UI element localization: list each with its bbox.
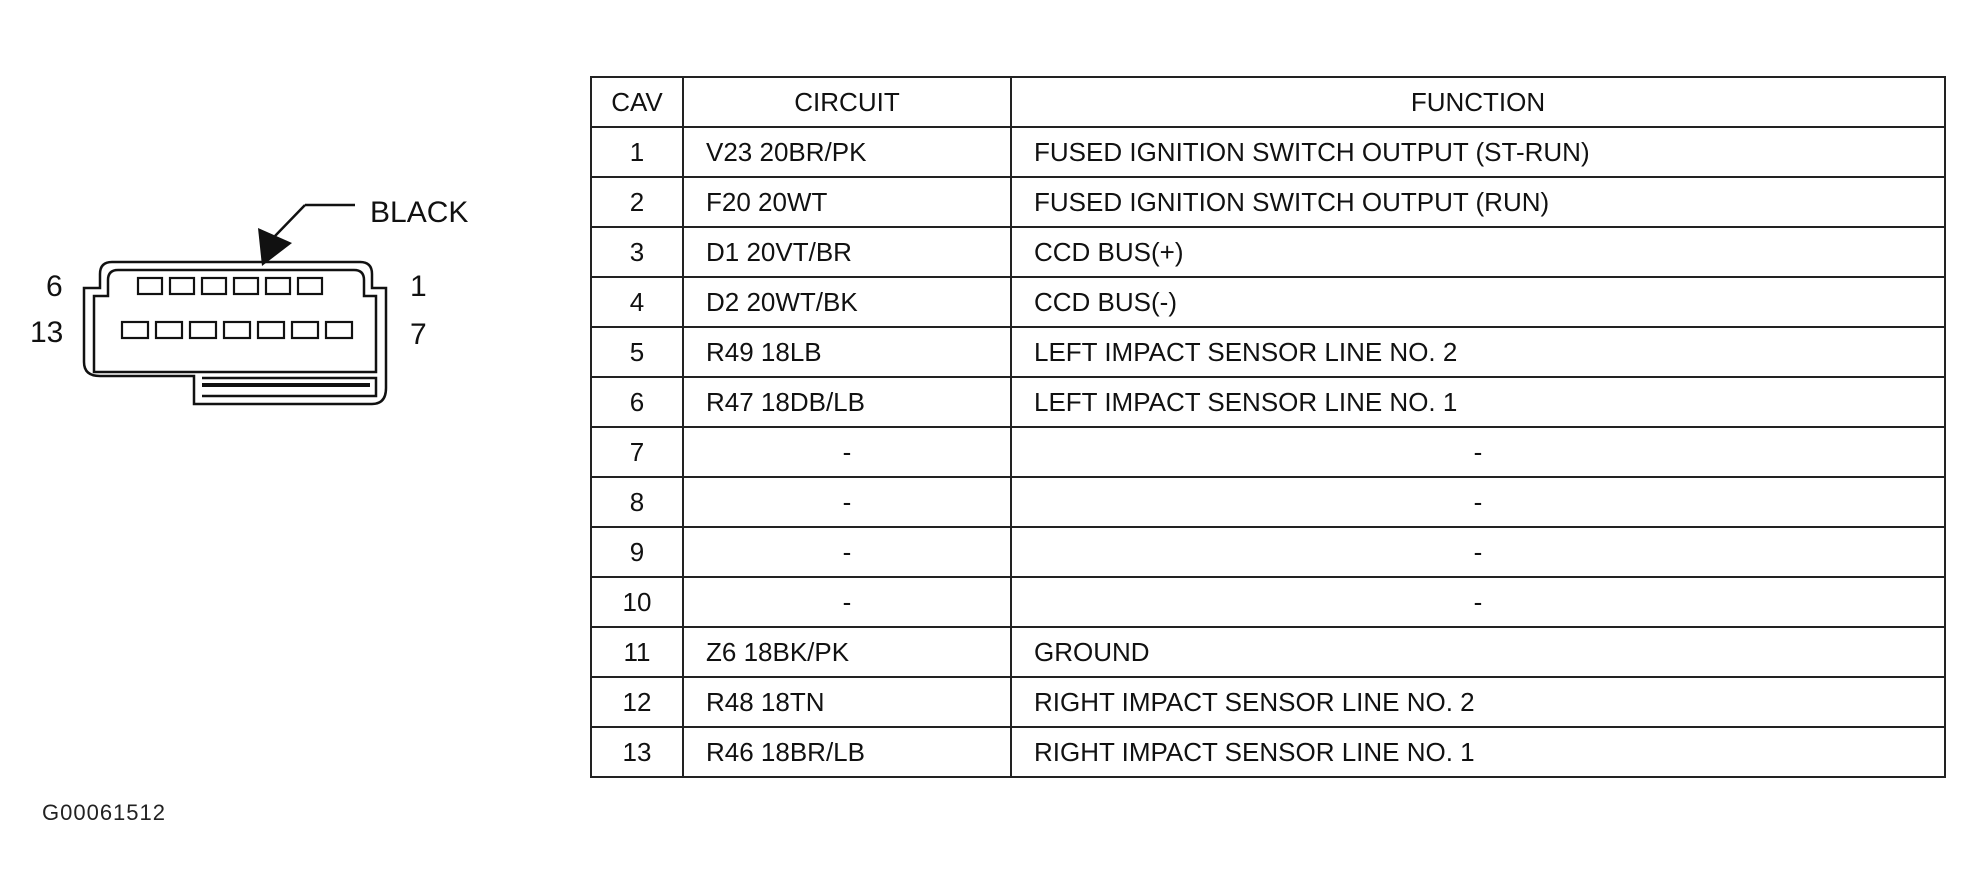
cell-function: - [1010,476,1946,528]
cell-circuit: - [682,476,1012,528]
cell-function: CCD BUS(-) [1010,276,1946,328]
cell-function: - [1010,526,1946,578]
table-header-row: CAV CIRCUIT FUNCTION [590,76,1946,128]
table-row: 11 Z6 18BK/PK GROUND [590,626,1946,678]
cell-function: - [1010,426,1946,478]
connector-housing [82,260,388,406]
cell-cav: 1 [590,126,684,178]
cell-circuit: F20 20WT [682,176,1012,228]
cell-cav: 13 [590,726,684,778]
cell-cav: 5 [590,326,684,378]
cell-function: CCD BUS(+) [1010,226,1946,278]
table-row: 10 - - [590,576,1946,628]
cell-cav: 7 [590,426,684,478]
connector-diagram: BLACK 6 1 13 7 [30,196,468,406]
cell-circuit: R49 18LB [682,326,1012,378]
cell-cav: 4 [590,276,684,328]
table-row: 8 - - [590,476,1946,528]
pin-label-13: 13 [30,316,63,349]
cell-circuit: R48 18TN [682,676,1012,728]
cell-circuit: - [682,526,1012,578]
cell-cav: 8 [590,476,684,528]
cell-circuit: D1 20VT/BR [682,226,1012,278]
table-row: 9 - - [590,526,1946,578]
table-row: 5 R49 18LB LEFT IMPACT SENSOR LINE NO. 2 [590,326,1946,378]
cell-circuit: - [682,426,1012,478]
cell-function: LEFT IMPACT SENSOR LINE NO. 1 [1010,376,1946,428]
header-circuit: CIRCUIT [682,76,1012,128]
pin-label-1: 1 [410,270,427,303]
cavity-row-bottom [120,320,354,340]
cell-function: RIGHT IMPACT SENSOR LINE NO. 1 [1010,726,1946,778]
table-row: 1 V23 20BR/PK FUSED IGNITION SWITCH OUTP… [590,126,1946,178]
cell-cav: 6 [590,376,684,428]
pinout-table: CAV CIRCUIT FUNCTION 1 V23 20BR/PK FUSED… [590,76,1946,778]
cell-cav: 11 [590,626,684,678]
cell-circuit: - [682,576,1012,628]
pin-label-6: 6 [46,270,63,303]
cell-circuit: D2 20WT/BK [682,276,1012,328]
table-row: 4 D2 20WT/BK CCD BUS(-) [590,276,1946,328]
table-row: 2 F20 20WT FUSED IGNITION SWITCH OUTPUT … [590,176,1946,228]
table-row: 12 R48 18TN RIGHT IMPACT SENSOR LINE NO.… [590,676,1946,728]
cell-function: RIGHT IMPACT SENSOR LINE NO. 2 [1010,676,1946,728]
cell-circuit: Z6 18BK/PK [682,626,1012,678]
table-row: 6 R47 18DB/LB LEFT IMPACT SENSOR LINE NO… [590,376,1946,428]
cell-cav: 12 [590,676,684,728]
cell-cav: 9 [590,526,684,578]
figure-id: G00061512 [42,800,166,825]
cell-circuit: R47 18DB/LB [682,376,1012,428]
cell-cav: 3 [590,226,684,278]
cavity-row-top [136,276,324,296]
connector-color-label: BLACK [370,196,468,229]
cell-circuit: R46 18BR/LB [682,726,1012,778]
header-function: FUNCTION [1010,76,1946,128]
pin-label-7: 7 [410,318,427,351]
cell-cav: 10 [590,576,684,628]
table-row: 7 - - [590,426,1946,478]
cell-function: - [1010,576,1946,628]
table-row: 3 D1 20VT/BR CCD BUS(+) [590,226,1946,278]
cell-function: FUSED IGNITION SWITCH OUTPUT (ST-RUN) [1010,126,1946,178]
table-row: 13 R46 18BR/LB RIGHT IMPACT SENSOR LINE … [590,726,1946,778]
cell-function: GROUND [1010,626,1946,678]
cell-cav: 2 [590,176,684,228]
header-cav: CAV [590,76,684,128]
cell-function: LEFT IMPACT SENSOR LINE NO. 2 [1010,326,1946,378]
callout-arrow [258,203,355,266]
cell-function: FUSED IGNITION SWITCH OUTPUT (RUN) [1010,176,1946,228]
cell-circuit: V23 20BR/PK [682,126,1012,178]
